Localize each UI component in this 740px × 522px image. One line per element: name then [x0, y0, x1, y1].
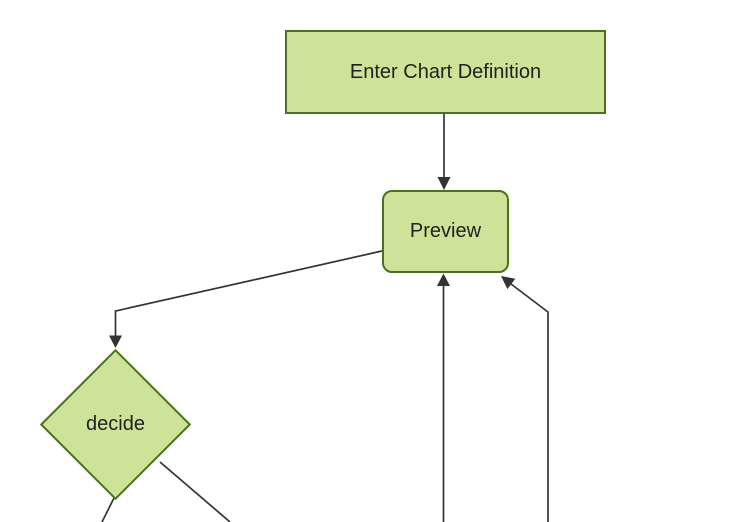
node-preview-label: Preview	[409, 220, 482, 242]
edge-decide-bottom-left	[101, 497, 115, 522]
edge-bottom-right-to-preview	[510, 283, 549, 522]
node-enter-chart-definition-label: Enter Chart Definition	[349, 60, 542, 83]
node-decide-label: decide	[86, 413, 145, 435]
edge-preview-to-decide	[114, 250, 383, 336]
arrowhead-bottom-right-to-preview	[501, 276, 516, 290]
node-preview: Preview	[382, 190, 509, 273]
arrowhead-enter-to-preview	[437, 177, 451, 190]
edge-decide-bottom-right	[159, 461, 231, 522]
arrowhead-bottom-to-preview	[437, 273, 450, 286]
arrowhead-preview-to-decide	[109, 335, 122, 348]
node-enter-chart-definition: Enter Chart Definition	[285, 30, 606, 114]
